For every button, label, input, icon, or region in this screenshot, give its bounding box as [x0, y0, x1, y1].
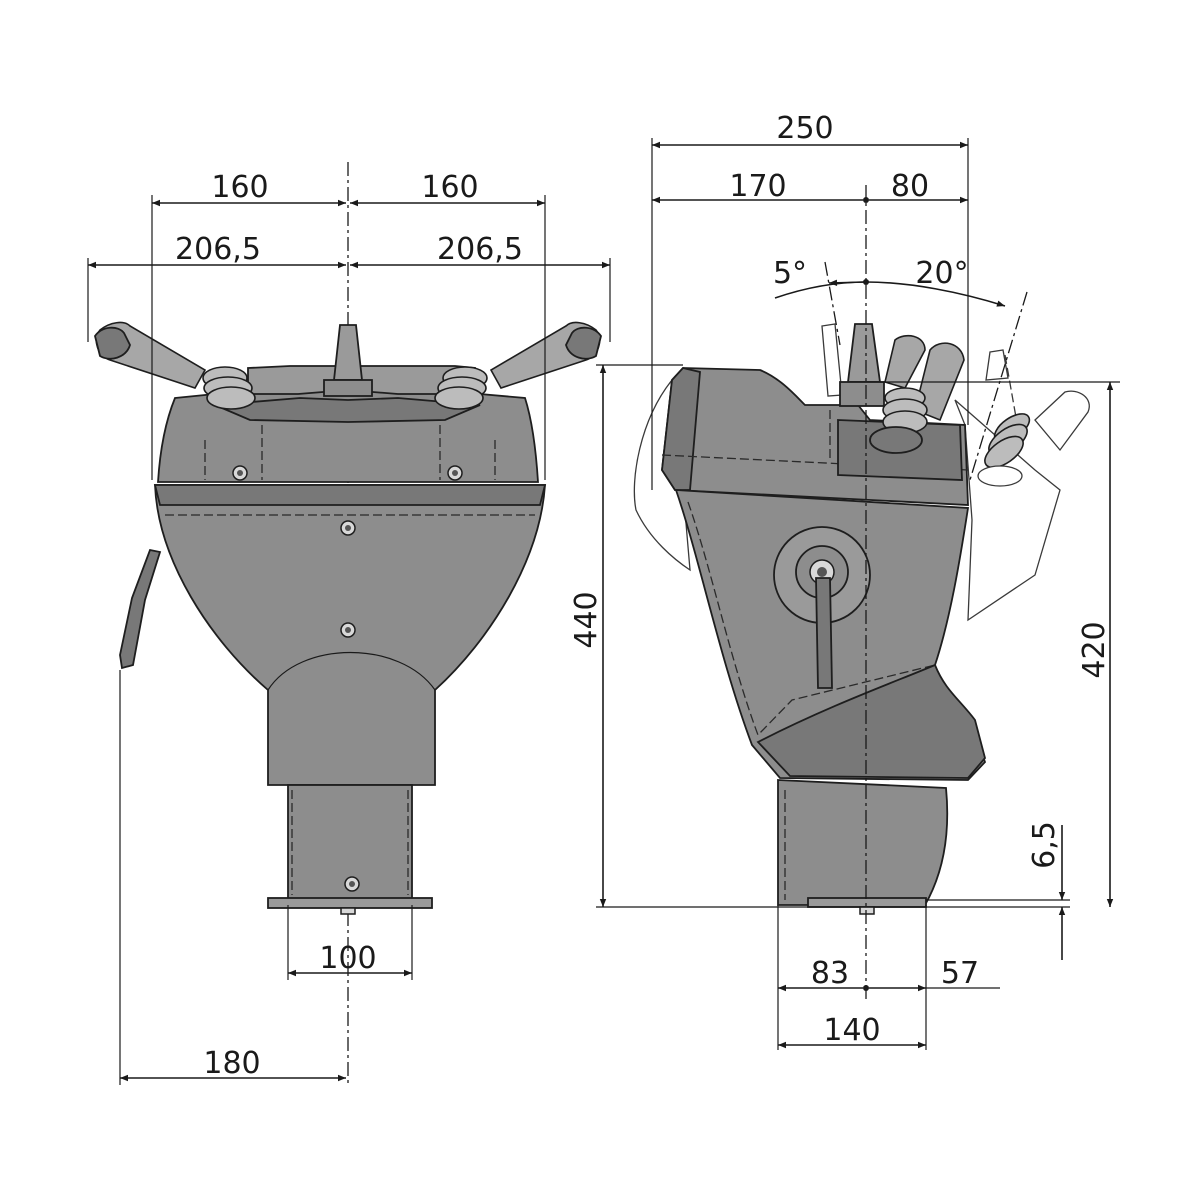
- side-tilted-joystick: [977, 349, 1090, 487]
- side-foot-bolt: [859, 906, 875, 915]
- front-view: 160 160 206,5 206,5 100 180: [87, 162, 611, 1085]
- side-foot-plate: [807, 897, 927, 908]
- side-column: [777, 779, 949, 906]
- dim-side-rear-depth: 80: [891, 169, 929, 204]
- front-right-joystick: [434, 321, 602, 410]
- front-screw-column: [344, 876, 360, 892]
- side-upright-post: [846, 323, 882, 383]
- front-console-bevel: [214, 397, 481, 423]
- front-screw-left: [232, 465, 248, 481]
- front-screw-middle: [340, 622, 356, 638]
- front-main-body-shade: [153, 484, 547, 506]
- front-center-post-base: [323, 379, 373, 397]
- dim-front-left-overall: 206,5: [175, 232, 261, 267]
- front-center-post: [332, 324, 364, 381]
- dim-front-right-overall: 206,5: [437, 232, 523, 267]
- front-foot-bolt: [340, 907, 356, 915]
- side-tilted-post: [821, 323, 843, 397]
- front-screw-right: [447, 465, 463, 481]
- side-ghost-rear-hump: [633, 377, 691, 572]
- side-body-lower-fin: [756, 663, 986, 779]
- front-skirt: [267, 652, 436, 691]
- dim-side-overall-depth: 250: [776, 111, 833, 146]
- side-tilt-axis-forward: [969, 291, 1028, 481]
- dim-front-lever-offset: 180: [203, 1046, 260, 1081]
- front-foot-plate: [267, 897, 433, 909]
- side-view: 250 170 80 5° 20° 440 420 6,5 83 57 140: [569, 111, 1120, 1050]
- dim-side-console-height: 420: [1077, 621, 1112, 678]
- dim-side-base-step: 6,5: [1027, 821, 1062, 869]
- dim-side-base-depth: 140: [823, 1013, 880, 1048]
- dim-side-tilt-back-angle: 5°: [773, 256, 807, 291]
- front-screw-upper: [340, 520, 356, 536]
- dim-side-base-rear: 57: [941, 956, 979, 991]
- dim-side-base-front: 83: [811, 956, 849, 991]
- dim-side-overall-height: 440: [569, 591, 604, 648]
- side-body-hidden-outline: [687, 501, 936, 737]
- front-side-lever: [119, 548, 162, 670]
- dim-side-tilt-forward-angle: 20°: [915, 256, 968, 291]
- front-left-joystick: [94, 321, 256, 410]
- side-tilt-axis-back: [824, 261, 841, 346]
- side-rotary-knob: [773, 526, 871, 689]
- dim-front-base-width: 100: [319, 941, 376, 976]
- dim-front-left-grip-span: 160: [211, 170, 268, 205]
- side-angle-arc: [774, 281, 1006, 307]
- side-upright-post-base: [839, 381, 885, 407]
- dim-side-front-depth: 170: [729, 169, 786, 204]
- dim-front-right-grip-span: 160: [421, 170, 478, 205]
